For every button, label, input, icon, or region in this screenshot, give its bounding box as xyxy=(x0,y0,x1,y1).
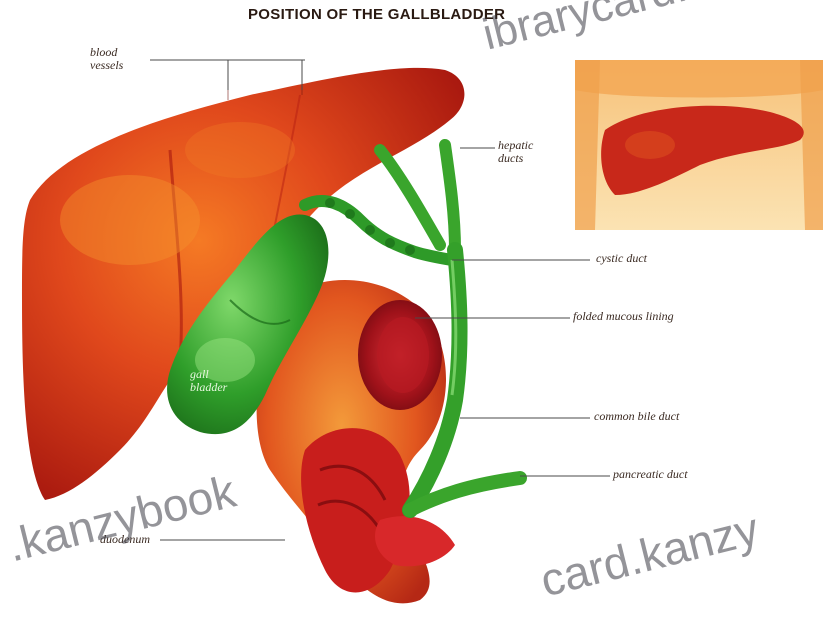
liver-highlight xyxy=(60,175,200,265)
label-gallbladder: gall bladder xyxy=(190,368,227,394)
inset-torso-view xyxy=(575,60,823,230)
liver-highlight xyxy=(185,122,295,178)
label-common-bile-duct: common bile duct xyxy=(594,410,679,423)
left-hepatic-duct xyxy=(445,145,455,250)
label-blood-vessels: blood vessels xyxy=(90,46,123,72)
label-hepatic-ducts-line2: ducts xyxy=(498,152,533,165)
label-folded-mucous-lining: folded mucous lining xyxy=(573,310,674,323)
label-cystic-duct: cystic duct xyxy=(596,252,647,265)
label-gallbladder-line2: bladder xyxy=(190,381,227,394)
label-blood-vessels-line2: vessels xyxy=(90,59,123,72)
duodenum-lumen-inner xyxy=(377,317,429,393)
label-pancreatic-duct: pancreatic duct xyxy=(613,468,688,481)
right-hepatic-duct xyxy=(380,150,440,245)
label-hepatic-ducts: hepatic ducts xyxy=(498,139,533,165)
ampulla xyxy=(375,516,455,566)
